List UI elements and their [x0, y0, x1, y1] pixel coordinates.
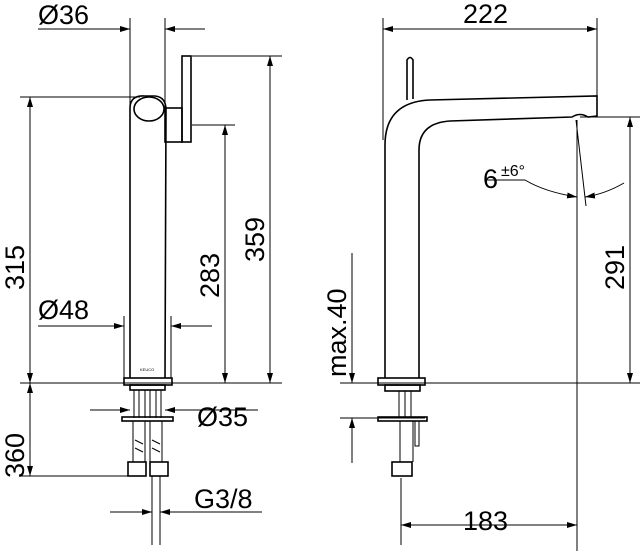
dim-thread-g38: G3/8: [194, 484, 253, 514]
spout: [384, 95, 598, 378]
hose-nut-right: [149, 461, 169, 477]
side-studs: [398, 391, 412, 418]
hose-nut-left: [127, 461, 147, 477]
side-base-collar: [384, 384, 421, 392]
base-ring: [123, 377, 173, 386]
dim-projection-183: 183: [463, 506, 508, 536]
handle-lever: [181, 55, 192, 143]
dim-angle: 6: [483, 164, 498, 194]
side-hose: [399, 421, 420, 462]
base-collar: [129, 384, 166, 391]
side-flange: [377, 416, 428, 422]
supply-hoses: [132, 421, 163, 462]
logo: KEUCO: [140, 367, 154, 372]
dim-max-40: max.40: [322, 288, 352, 377]
dim-diameter-36: Ø36: [38, 0, 89, 30]
dim-reach-222: 222: [463, 0, 508, 29]
side-view: 222 291 6 ±6° max.40 183: [322, 0, 640, 551]
body-top-cap: [133, 96, 165, 122]
dim-diameter-35: Ø35: [197, 402, 248, 432]
mounting-studs: [133, 390, 162, 418]
faucet-body: [129, 95, 167, 379]
handle-connector: [164, 107, 183, 143]
mounting-flange: [121, 416, 174, 422]
side-hose-nut: [391, 461, 413, 477]
dim-spout-height-291: 291: [600, 245, 630, 290]
side-base-ring: [377, 377, 426, 386]
dim-height-315: 315: [0, 245, 30, 290]
dim-height-359: 359: [240, 217, 270, 262]
dim-height-283: 283: [195, 253, 225, 298]
side-lever: [406, 56, 414, 100]
dim-diameter-48: Ø48: [38, 295, 89, 325]
front-view: KEUCO Ø36 315 359 283 Ø48 Ø35: [0, 0, 282, 545]
dim-angle-tolerance: ±6°: [501, 163, 525, 180]
dim-hose-360: 360: [0, 433, 30, 478]
